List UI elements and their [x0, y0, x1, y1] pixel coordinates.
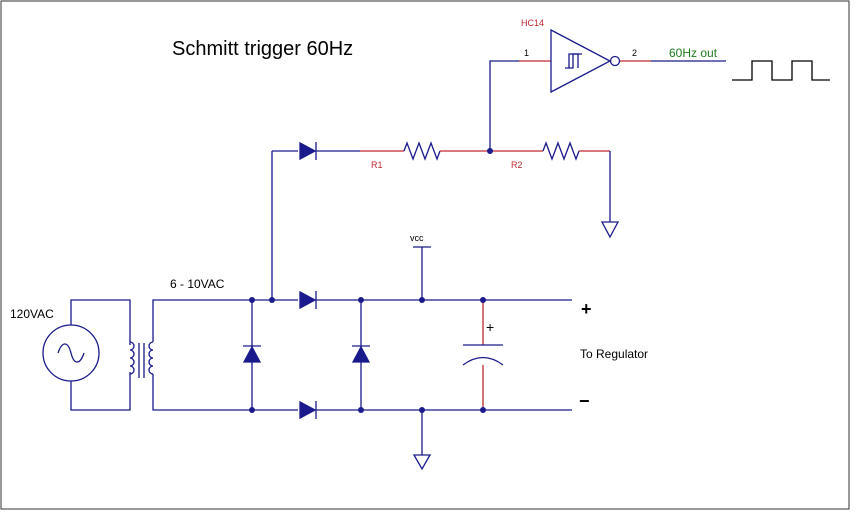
ground-icon: [412, 454, 432, 471]
ic-pin-out-label: 2: [632, 48, 637, 58]
diode-icon: [242, 345, 262, 363]
cap-plus-label: +: [486, 319, 494, 335]
vcc-label: vcc: [410, 233, 424, 243]
square-wave-icon: [732, 60, 830, 81]
negative-terminal-label: −: [579, 391, 590, 411]
diagram-title: Schmitt trigger 60Hz: [172, 38, 353, 60]
junction-dot: [269, 297, 275, 303]
junction-dot: [249, 297, 255, 303]
to-regulator-label: To Regulator: [580, 347, 648, 361]
junction-dot: [480, 407, 486, 413]
transformer-icon: [129, 341, 154, 378]
positive-terminal-label: +: [581, 299, 592, 319]
secondary-wire-bottom: [152, 374, 252, 411]
resistor-icon: [403, 141, 441, 161]
ic-input-wire: [489, 60, 519, 151]
schmitt-inverter-icon: [550, 28, 621, 94]
secondary-wire-top: [152, 299, 272, 342]
diode-icon: [299, 290, 317, 310]
ac-source-icon: [42, 324, 100, 382]
resistor-icon: [542, 141, 580, 161]
output-label: 60Hz out: [669, 46, 718, 60]
junction-dot: [358, 407, 364, 413]
diode-icon: [299, 141, 317, 161]
source-wire-top: [70, 299, 131, 345]
junction-dot: [480, 297, 486, 303]
secondary-voltage-label: 6 - 10VAC: [170, 277, 225, 291]
r2-label: R2: [511, 160, 523, 170]
diode-icon: [299, 400, 317, 420]
capacitor-icon: [462, 344, 504, 366]
ic-name-label: HC14: [521, 18, 544, 28]
junction-dot: [487, 148, 493, 154]
junction-dot: [419, 407, 425, 413]
source-voltage-label: 120VAC: [10, 307, 54, 321]
ground-icon: [600, 221, 620, 239]
r1-label: R1: [371, 160, 383, 170]
ic-pin-in-label: 1: [524, 48, 529, 58]
source-wire-bottom: [70, 372, 131, 411]
diagram-frame: [0, 0, 850, 510]
junction-dot: [249, 407, 255, 413]
diode-icon: [351, 345, 371, 363]
junction-dot: [358, 297, 364, 303]
junction-dot: [419, 297, 425, 303]
